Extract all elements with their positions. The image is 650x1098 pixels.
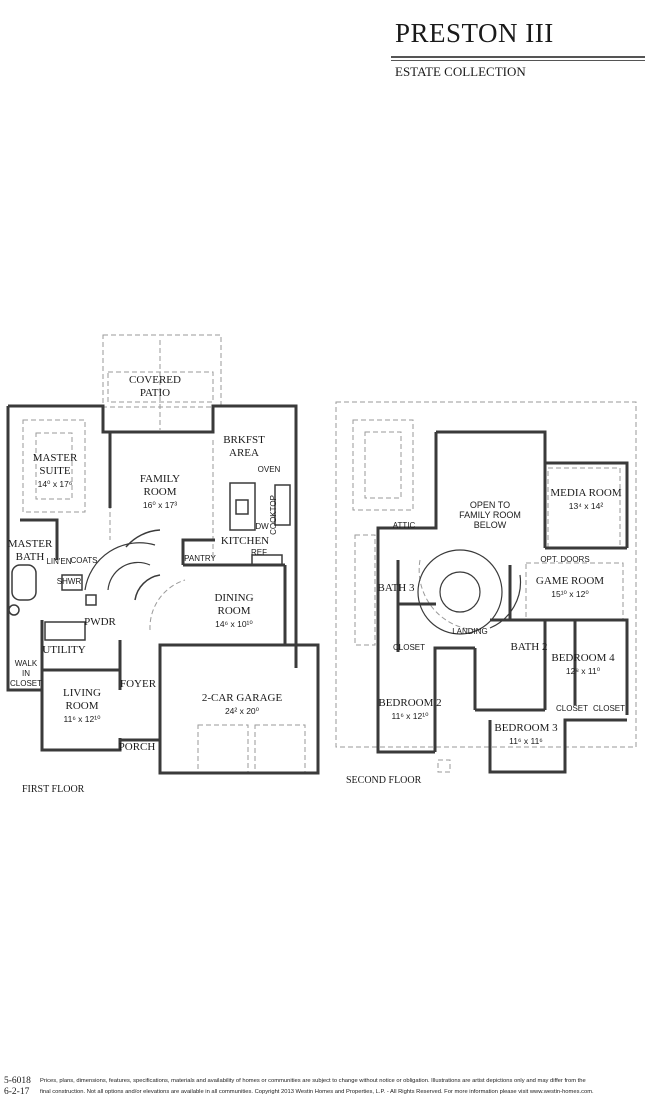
room-kitchen: KITCHEN [220, 535, 270, 547]
label-pantry: PANTRY [184, 554, 216, 563]
room-foyer: FOYER [119, 678, 157, 690]
stairs-first-floor [84, 542, 156, 591]
label-closet-bedroom3: CLOSET [555, 704, 589, 713]
label-shwr: SHWR [56, 577, 82, 586]
title-rule-thin [391, 60, 645, 61]
walls-second-floor [376, 430, 629, 774]
stairs-second-floor [417, 549, 522, 635]
fixtures-first-floor [8, 482, 291, 641]
collection-name: ESTATE COLLECTION [395, 64, 526, 79]
room-bath-3: BATH 3 [377, 582, 415, 594]
title-rule [391, 56, 645, 58]
first-floor-label: FIRST FLOOR [22, 784, 85, 795]
label-linen: LIN'EN [46, 557, 72, 566]
label-ref: REF [251, 548, 267, 557]
label-opt-doors: OPT. DOORS [540, 555, 590, 564]
walls-first-floor [6, 404, 320, 775]
label-oven: OVEN [257, 465, 281, 474]
second-floor-label: SECOND FLOOR [346, 775, 422, 786]
plan-title: PRESTON III [395, 18, 554, 48]
label-cooktop: COOKTOP [269, 495, 278, 535]
label-closet-bedroom4: CLOSET [592, 704, 626, 713]
room-pwdr: PWDR [84, 616, 116, 628]
room-bath-2: BATH 2 [510, 641, 548, 653]
room-porch: PORCH [118, 741, 156, 753]
disclaimer-line-2: final construction. Not all options and/… [40, 1089, 594, 1095]
label-attic: ATTIC [392, 521, 416, 530]
room-utility: UTILITY [42, 644, 86, 656]
disclaimer-line-1: Prices, plans, dimensions, features, spe… [40, 1078, 586, 1084]
label-closet-bath3: CLOSET [392, 643, 426, 652]
label-dw: DW [255, 522, 269, 531]
plan-code: 5-6018 [4, 1076, 31, 1086]
plan-date: 6-2-17 [4, 1087, 30, 1097]
label-landing: LANDING [452, 627, 488, 636]
label-coats: COATS [70, 556, 98, 565]
